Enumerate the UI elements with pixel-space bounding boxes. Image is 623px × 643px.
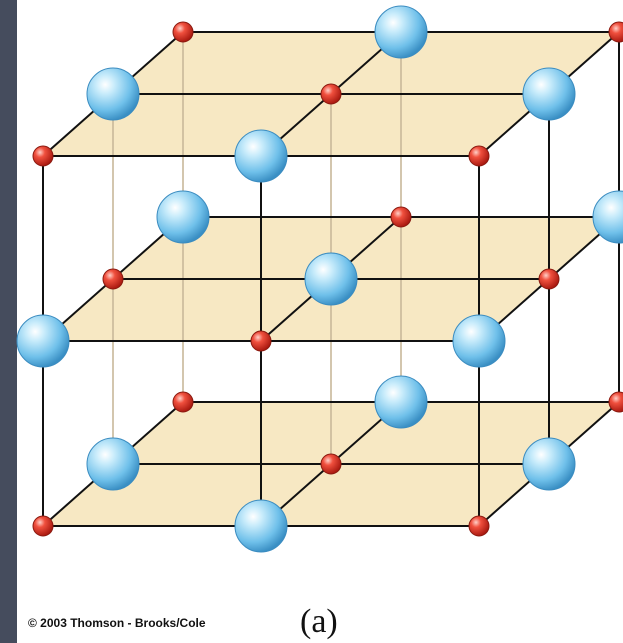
large-ion: [374, 375, 428, 429]
large-ion: [86, 67, 140, 121]
small-ion: [32, 145, 54, 167]
small-ion: [320, 453, 342, 475]
large-ion: [234, 499, 288, 553]
small-ion: [32, 515, 54, 537]
large-ion: [304, 252, 358, 306]
large-ion: [156, 190, 210, 244]
large-ion: [452, 314, 506, 368]
large-ion: [234, 129, 288, 183]
large-ion: [522, 437, 576, 491]
small-ion: [608, 21, 623, 43]
large-ion: [374, 5, 428, 59]
large-ion: [16, 314, 70, 368]
small-ion: [172, 21, 194, 43]
small-ion: [468, 145, 490, 167]
large-ion: [522, 67, 576, 121]
small-ion: [538, 268, 560, 290]
small-ion: [172, 391, 194, 413]
large-ion: [592, 190, 623, 244]
small-ion: [608, 391, 623, 413]
small-ion: [390, 206, 412, 228]
large-ion: [86, 437, 140, 491]
copyright-credit: © 2003 Thomson - Brooks/Cole: [28, 616, 206, 630]
small-ion: [102, 268, 124, 290]
small-ion: [468, 515, 490, 537]
small-ion: [250, 330, 272, 352]
small-ion: [320, 83, 342, 105]
panel-label: (a): [300, 603, 338, 640]
